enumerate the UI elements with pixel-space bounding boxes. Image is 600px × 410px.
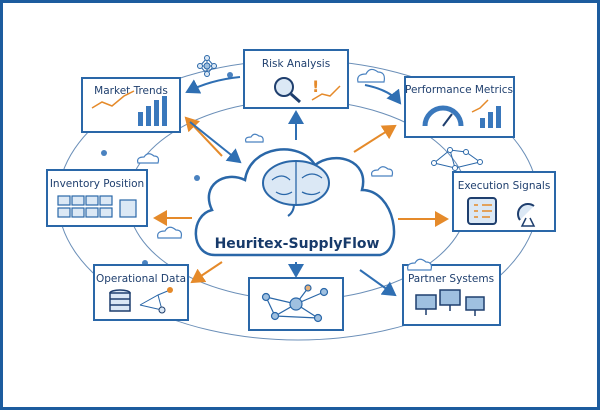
network-graph-icon bbox=[431, 147, 483, 171]
node-label: Operational Data bbox=[96, 273, 186, 285]
flow-arrows bbox=[153, 76, 449, 297]
checklist-tablet-icon bbox=[467, 197, 497, 225]
gauge-icon bbox=[422, 105, 464, 127]
node-network-hub[interactable] bbox=[248, 277, 344, 331]
network-graph-icon bbox=[261, 284, 329, 323]
node-label: Performance Metrics bbox=[405, 84, 513, 96]
bar-chart-icon bbox=[471, 99, 501, 128]
bar-chart-icon bbox=[91, 90, 167, 126]
node-label: Execution Signals bbox=[458, 180, 551, 192]
node-inventory-position[interactable]: Inventory Position bbox=[46, 169, 148, 227]
node-partner-systems[interactable]: Partner Systems bbox=[402, 264, 501, 326]
node-risk-analysis[interactable]: Risk Analysis ! bbox=[243, 49, 349, 109]
cloud-icons bbox=[137, 68, 433, 271]
monitors-icon bbox=[415, 289, 485, 316]
center-title: Heuritex-SupplyFlow bbox=[215, 236, 380, 252]
node-label: Market Trends bbox=[94, 85, 168, 97]
warning-icon: ! bbox=[312, 77, 319, 96]
brain-icon bbox=[262, 160, 330, 217]
node-label: Inventory Position bbox=[50, 178, 144, 190]
trend-line-icon bbox=[311, 85, 341, 101]
satellite-dish-icon bbox=[517, 203, 536, 227]
node-label: Risk Analysis bbox=[262, 58, 330, 70]
database-icon bbox=[109, 289, 131, 312]
node-performance-metrics[interactable]: Performance Metrics bbox=[404, 76, 515, 138]
node-operational-data[interactable]: Operational Data bbox=[93, 264, 189, 321]
magnifier-icon bbox=[274, 77, 301, 104]
molecule-icon bbox=[197, 55, 217, 77]
central-cloud: Heuritex-SupplyFlow bbox=[194, 148, 396, 257]
network-graph-icon bbox=[139, 287, 173, 314]
node-market-trends[interactable]: Market Trends bbox=[81, 77, 181, 133]
node-execution-signals[interactable]: Execution Signals bbox=[452, 171, 556, 232]
warehouse-shelves-icon bbox=[57, 195, 137, 218]
node-label: Partner Systems bbox=[408, 273, 494, 285]
diagram-canvas: Heuritex-SupplyFlow Risk Analysis ! Mark… bbox=[46, 49, 556, 341]
